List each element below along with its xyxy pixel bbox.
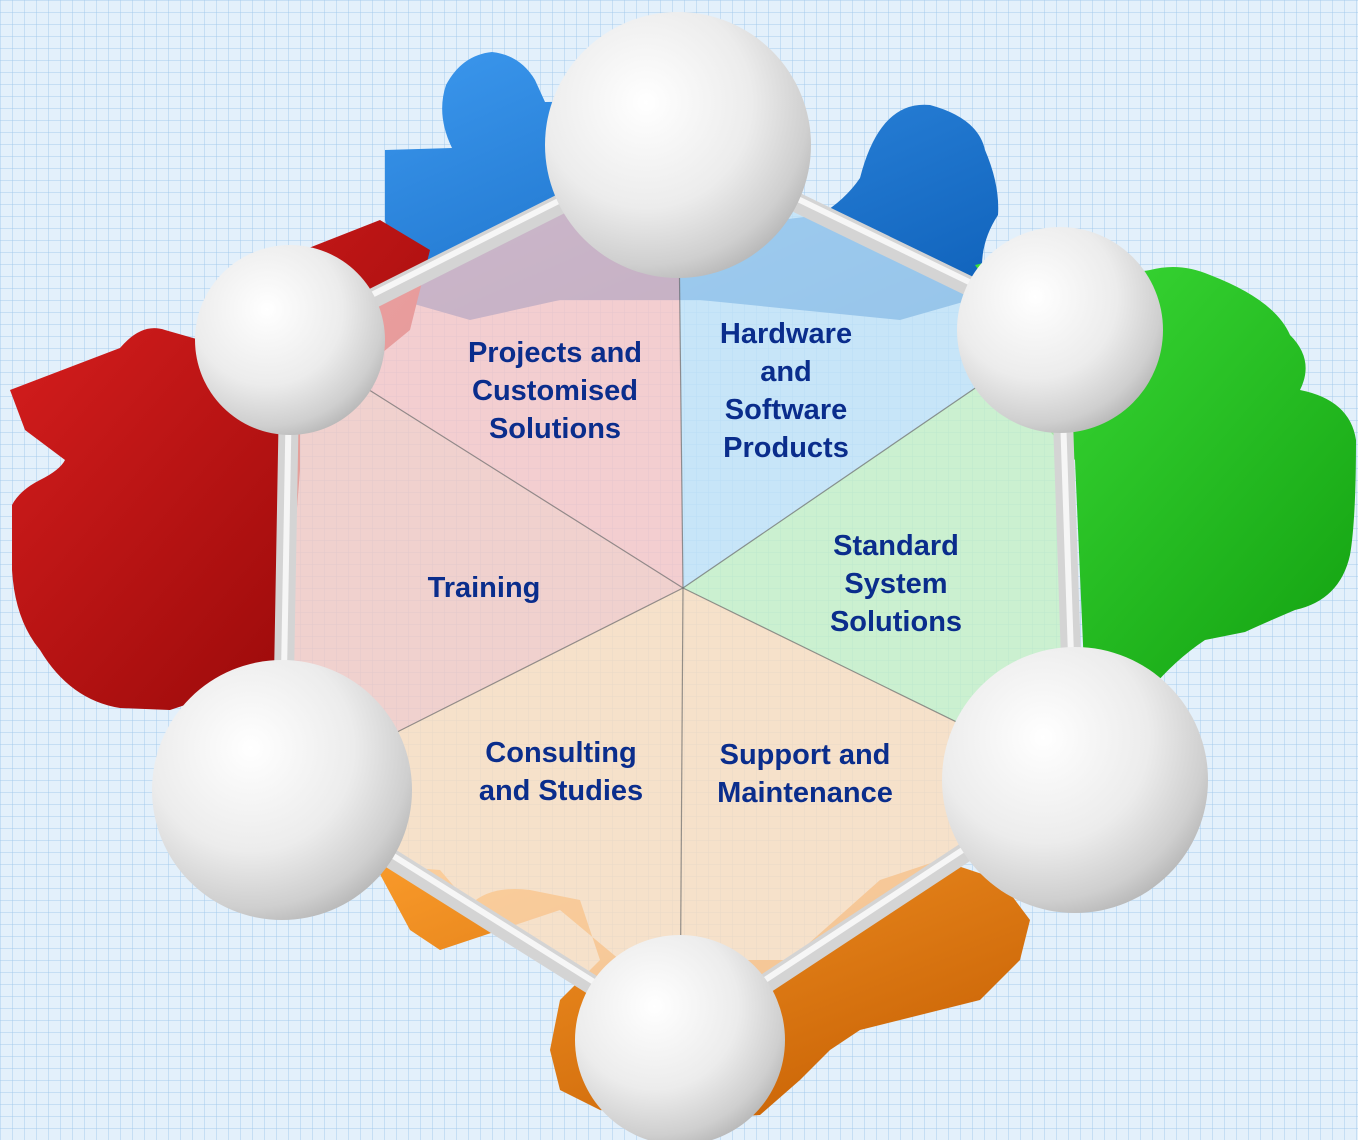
sphere-node-icon [942, 647, 1208, 913]
segment-wedge-support [680, 588, 1075, 1040]
sphere-node-icon [195, 245, 385, 435]
label-consulting: Consulting and Studies [478, 737, 644, 807]
segment-wedge-training [282, 340, 683, 790]
segment-wedge-consulting [282, 588, 683, 1040]
sphere-node-icon [152, 660, 412, 920]
label-standard: Standard System Solutions [829, 530, 963, 638]
sphere-node-icon [957, 227, 1163, 433]
label-projects: Projects and Customised Solutions [467, 337, 643, 445]
sphere-nodes [152, 12, 1208, 1140]
label-hardware: Hardware and Software Products [719, 318, 853, 464]
segment-wedges [282, 145, 1075, 1040]
label-support: Support and Maintenance [717, 739, 893, 809]
label-training: Training [427, 572, 541, 604]
sphere-node-icon [545, 12, 811, 278]
sphere-node-icon [575, 935, 785, 1140]
segment-wedge-projects [290, 145, 683, 588]
segment-wedge-standard [683, 330, 1075, 780]
segment-wedge-hardware [678, 145, 1060, 588]
